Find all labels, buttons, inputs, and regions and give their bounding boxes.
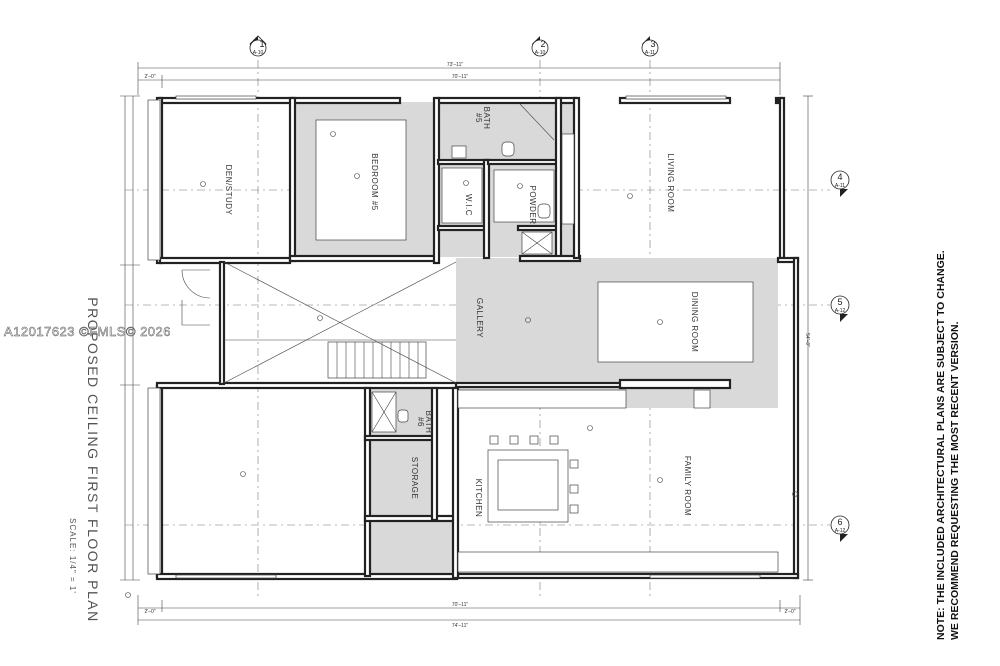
tray-ceilings: [315, 119, 754, 363]
dim-bottom-left: 2'–0": [144, 609, 155, 615]
label-bedroom-5: BEDROOM #5: [370, 153, 379, 211]
svg-text:6: 6: [837, 517, 842, 527]
grid-marker-3: 3 A-11: [641, 36, 659, 57]
svg-text:4: 4: [837, 172, 842, 182]
windows: [175, 95, 761, 579]
svg-text:1: 1: [259, 39, 264, 49]
svg-text:5: 5: [837, 297, 842, 307]
disclaimer-note-line2: WE RECOMMEND REQUESTING THE MOST RECENT …: [949, 321, 961, 640]
label-family-room: FAMILY ROOM: [683, 456, 692, 516]
label-bath-6-number: #6: [416, 417, 425, 427]
grid-marker-6: 6 A-12: [830, 515, 850, 542]
dim-top-left: 2'–0": [144, 74, 155, 80]
front-door: [181, 269, 211, 326]
dim-top-overall: 73'–11": [447, 62, 463, 68]
grid-marker-5: 5 A-12: [830, 295, 850, 322]
label-storage: STORAGE: [410, 457, 419, 499]
dim-bottom-right: 2'–0": [784, 609, 795, 615]
svg-text:A-10: A-10: [253, 50, 264, 56]
svg-text:A-11: A-11: [645, 50, 655, 56]
light-fixtures: [125, 131, 798, 598]
drawing-scale: SCALE: 1/4" = 1': [68, 518, 77, 594]
drawing-title: PROPOSED CEILING FIRST FLOOR PLAN: [85, 297, 101, 622]
svg-text:A-12: A-12: [835, 528, 846, 534]
dim-bottom-inner: 70'–11": [452, 602, 468, 608]
kitchen-fixtures: [147, 99, 779, 575]
label-bath-6: BATH: [424, 411, 433, 434]
label-bath-5: BATH: [482, 107, 491, 130]
svg-text:A-11: A-11: [835, 183, 845, 189]
dim-bottom-overall: 74'–11": [452, 623, 468, 629]
label-den-study: DEN/STUDY: [224, 165, 233, 216]
label-powder: POWDER: [528, 186, 537, 225]
grid-marker-4: 4 A-11: [830, 170, 850, 197]
staircase: [223, 261, 457, 384]
grid-marker-1: 1 A-10: [249, 35, 267, 57]
dim-top-inner: 70'–11": [452, 74, 468, 80]
grid-marker-2: 2 A-10: [531, 36, 549, 57]
disclaimer-note-line1: NOTE: THE INCLUDED ARCHITECTURAL PLANS A…: [935, 250, 947, 640]
label-dining-room: DINING ROOM: [690, 292, 699, 353]
svg-text:A-12: A-12: [835, 308, 846, 314]
walls: [155, 96, 800, 581]
label-bath-5-number: #5: [474, 113, 483, 123]
dim-right-side: 54'–0": [804, 333, 810, 347]
label-gallery: GALLERY: [475, 298, 484, 338]
svg-text:3: 3: [650, 39, 655, 49]
bath-fixtures: [371, 103, 555, 433]
svg-text:A-10: A-10: [535, 50, 546, 56]
label-living-room: LIVING ROOM: [666, 154, 675, 213]
label-kitchen: KITCHEN: [474, 479, 483, 518]
label-wic: W.I.C: [464, 194, 473, 216]
room-labels: DEN/STUDY BEDROOM #5 BATH #5 W.I.C POWDE…: [224, 107, 699, 518]
svg-text:2: 2: [540, 39, 545, 49]
mls-watermark: A12017623 ©FMLS© 2026: [4, 324, 171, 339]
dimension-lines: [120, 62, 813, 625]
